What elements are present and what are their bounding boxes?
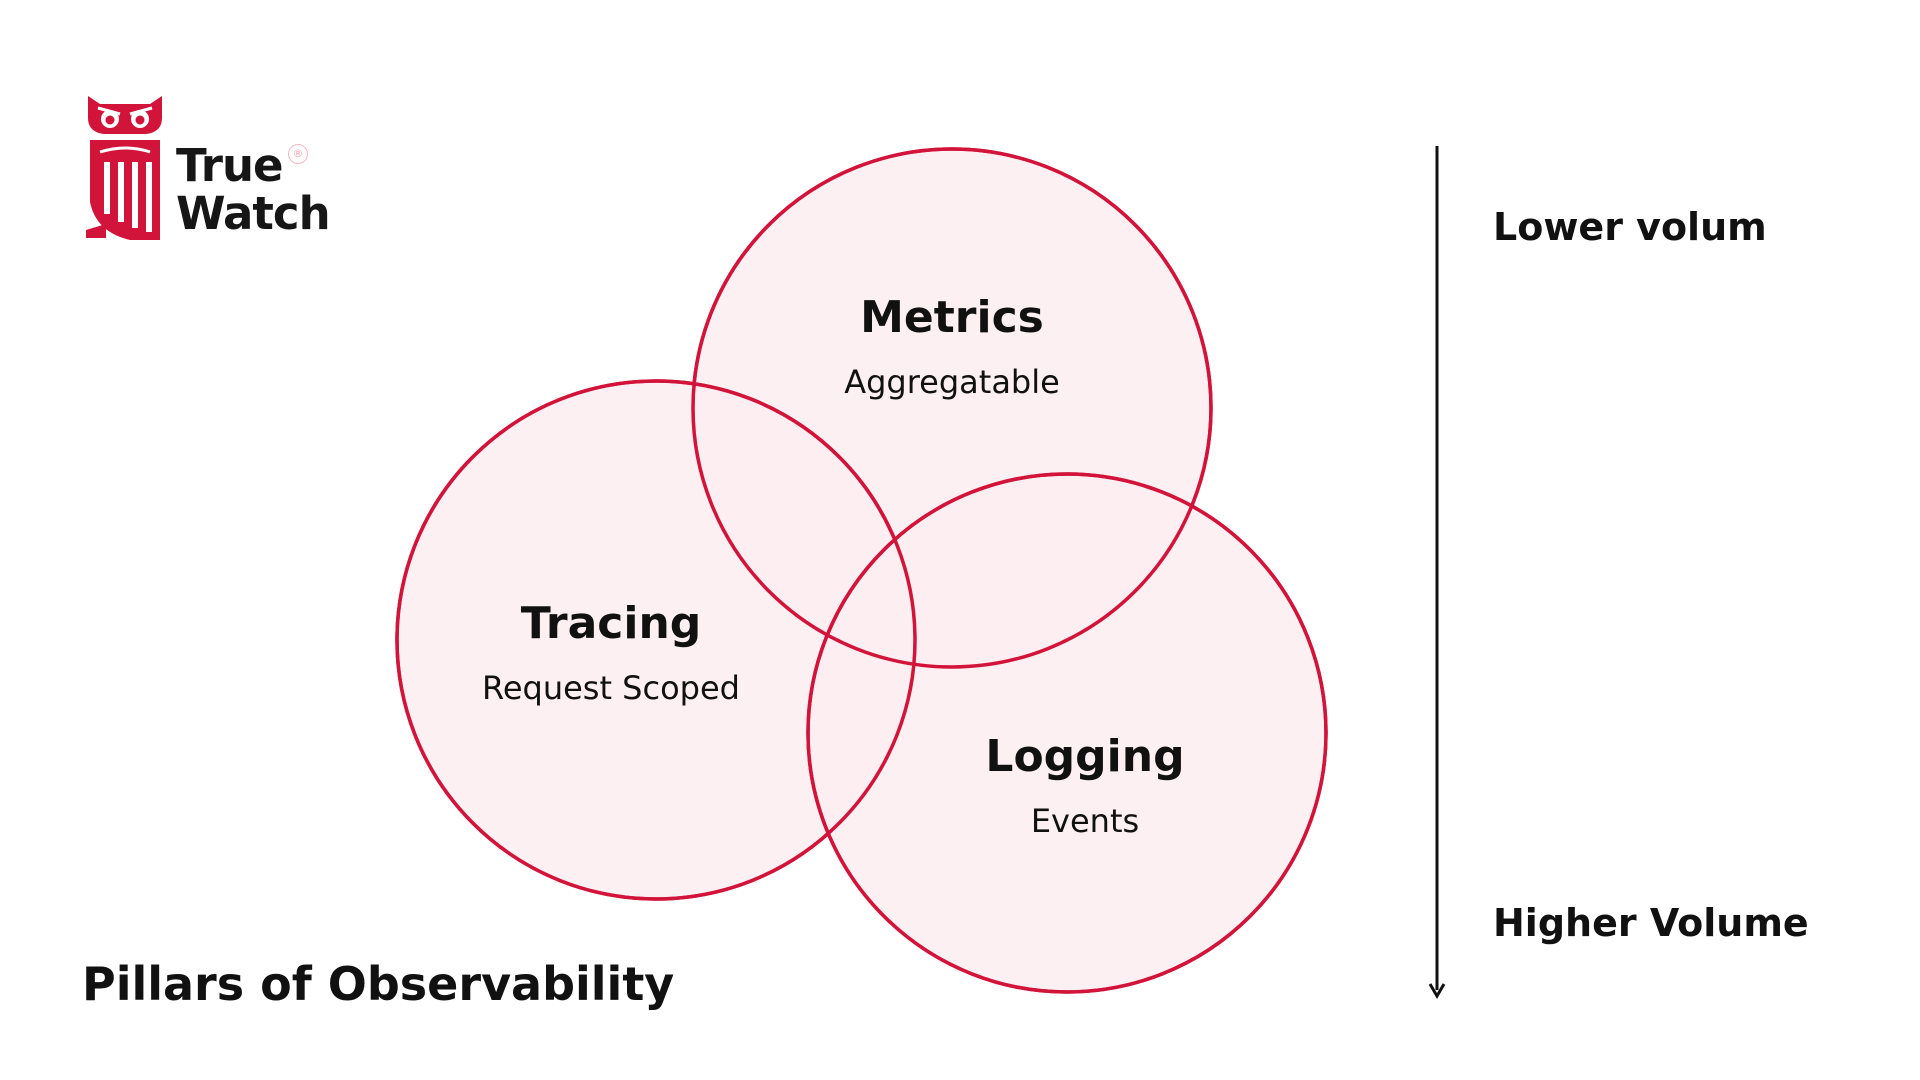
metrics-circle-outline	[691, 147, 1213, 669]
metrics-title: Metrics	[860, 292, 1044, 343]
owl-logo-icon	[86, 96, 162, 240]
tracing-circle-outline	[395, 379, 917, 901]
scale-bottom-label: Higher Volume	[1493, 901, 1809, 945]
truewatch-logo: True Watch ®	[86, 92, 346, 248]
metrics-subtitle: Aggregatable	[844, 363, 1060, 401]
logo-wordmark: True Watch	[176, 139, 331, 240]
logging-subtitle: Events	[1030, 802, 1140, 840]
logo-wordmark-line1: True	[176, 139, 284, 192]
tracing-title: Tracing	[520, 598, 702, 649]
logging-circle-outline	[806, 472, 1328, 994]
logging-title: Logging	[985, 731, 1185, 782]
volume-arrow-head-icon	[1428, 983, 1446, 999]
page-title: Pillars of Observability	[82, 957, 675, 1011]
scale-top-label: Lower volum	[1493, 205, 1767, 249]
registered-mark: ®	[288, 144, 308, 164]
logo-wordmark-line2: Watch	[176, 187, 331, 240]
tracing-subtitle: Request Scoped	[482, 669, 740, 707]
